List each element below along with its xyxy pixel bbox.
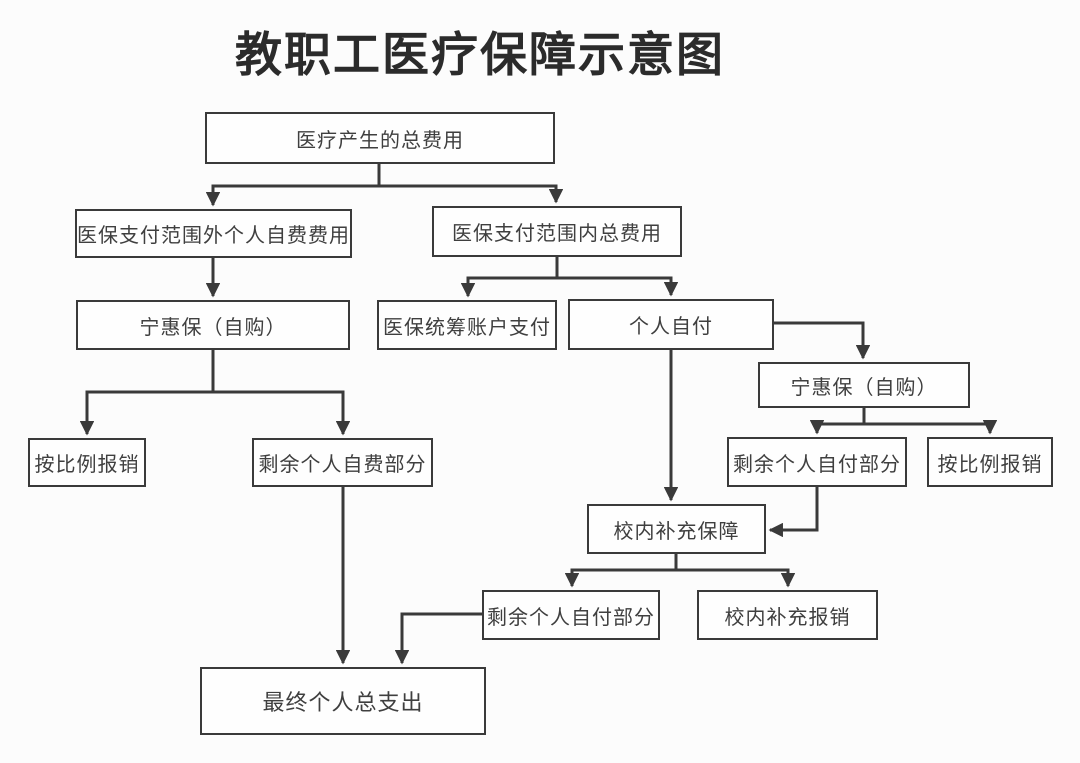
arrow-campus-supplement-to-campus-reimburse <box>674 554 796 588</box>
node-pooled-account-label: 医保统筹账户支付 <box>383 316 551 339</box>
arrow-ninghuibao-left-to-remaining-self-fee <box>211 350 351 436</box>
node-campus-reimburse: 校内补充报销 <box>697 590 878 640</box>
arrow-total-to-out-of-scope <box>205 164 381 207</box>
node-remaining-self-fee: 剩余个人自费部分 <box>252 438 433 487</box>
node-ninghuibao-left-label: 宁惠保（自购） <box>139 316 287 339</box>
arrow-ninghuibao-right-to-remaining-self-pay-right <box>809 408 866 435</box>
arrow-remaining-self-pay-bottom-to-final-total <box>394 612 482 665</box>
node-personal-pay: 个人自付 <box>568 299 774 350</box>
node-campus-reimburse-label: 校内补充报销 <box>724 606 851 629</box>
arrow-ninghuibao-right-to-proportional-right <box>862 408 998 435</box>
arrow-total-to-in-scope <box>377 164 564 204</box>
node-proportional-left-label: 按比例报销 <box>34 454 140 476</box>
node-in-scope-total: 医保支付范围内总费用 <box>432 206 682 257</box>
node-ninghuibao-right: 宁惠保（自购） <box>758 362 970 408</box>
arrow-in-scope-to-personal-pay <box>555 257 679 297</box>
arrow-in-scope-to-pooled-account <box>460 257 559 298</box>
arrow-ninghuibao-left-to-proportional-left <box>79 350 215 436</box>
node-personal-pay-label: 个人自付 <box>629 316 713 338</box>
arrow-personal-pay-to-ninghuibao-right <box>774 321 871 360</box>
node-campus-supplement-label: 校内补充保障 <box>613 520 740 543</box>
arrow-campus-supplement-to-remaining-self-pay-bottom <box>564 554 678 588</box>
node-remaining-self-pay-bottom: 剩余个人自付部分 <box>482 590 660 640</box>
node-proportional-left: 按比例报销 <box>28 438 146 487</box>
node-remaining-self-fee-label: 剩余个人自费部分 <box>258 454 427 476</box>
node-remaining-self-pay-right-label: 剩余个人自付部分 <box>733 453 901 476</box>
node-remaining-self-pay-bottom-label: 剩余个人自付部分 <box>487 606 655 629</box>
node-pooled-account: 医保统筹账户支付 <box>377 300 557 350</box>
node-campus-supplement: 校内补充保障 <box>587 504 766 554</box>
node-final-total: 最终个人总支出 <box>200 667 486 735</box>
arrow-remaining-self-pay-right-to-campus-supplement <box>768 487 819 538</box>
node-total-cost: 医疗产生的总费用 <box>205 112 555 164</box>
node-total-cost-label: 医疗产生的总费用 <box>296 129 464 152</box>
node-final-total-label: 最终个人总支出 <box>262 690 424 715</box>
node-in-scope-total-label: 医保支付范围内总费用 <box>452 223 662 245</box>
node-ninghuibao-left: 宁惠保（自购） <box>76 300 350 350</box>
node-remaining-self-pay-right: 剩余个人自付部分 <box>727 437 907 487</box>
diagram-title: 教职工医疗保障示意图 <box>235 28 725 81</box>
node-proportional-right-label: 按比例报销 <box>937 453 1043 476</box>
node-out-of-scope-self-pay: 医保支付范围外个人自费费用 <box>75 209 352 258</box>
node-proportional-right: 按比例报销 <box>927 437 1053 487</box>
node-ninghuibao-right-label: 宁惠保（自购） <box>790 376 938 399</box>
node-out-of-scope-self-pay-label: 医保支付范围外个人自费费用 <box>77 225 350 247</box>
